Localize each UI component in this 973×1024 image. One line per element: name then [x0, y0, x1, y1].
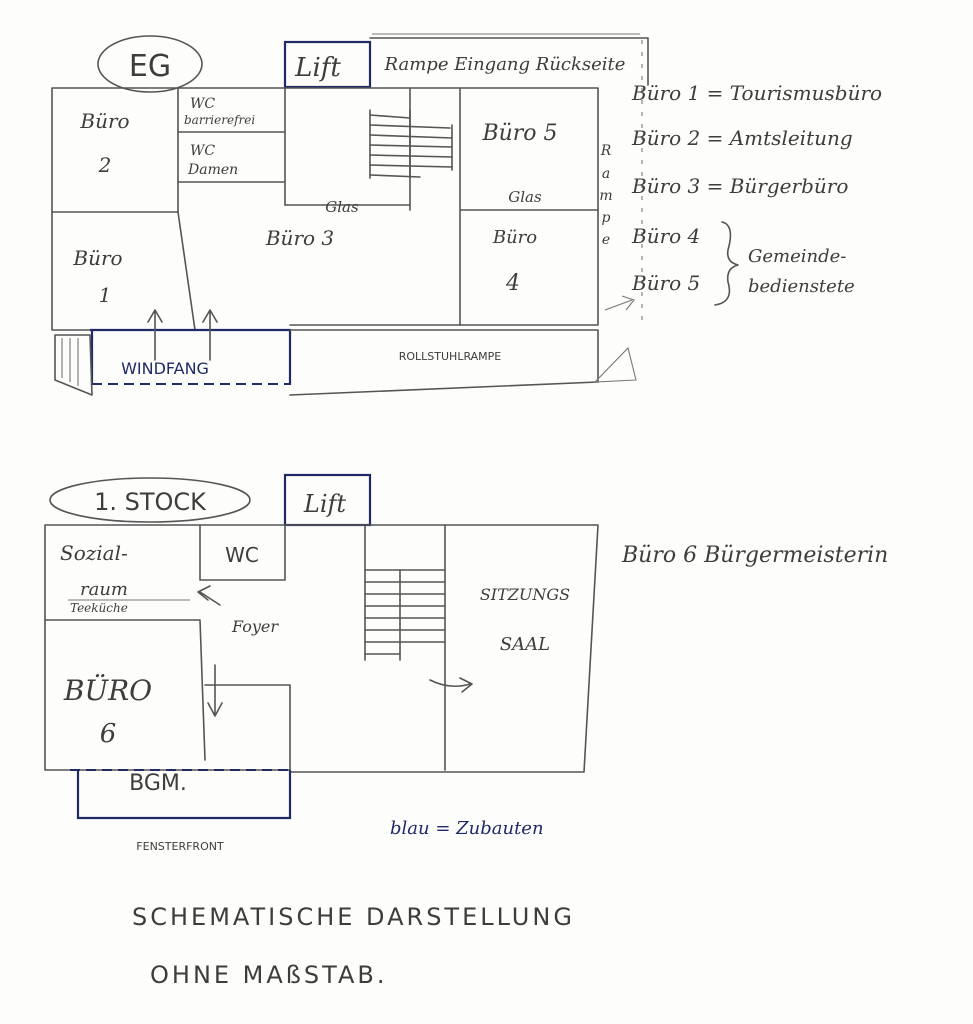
stock1-teekueche-label: Teeküche	[70, 601, 128, 615]
eg-glas1-label: Glas	[325, 198, 359, 216]
stock1-buero6-label: BÜRO	[63, 673, 152, 707]
stock1-sitzungs-label: SITZUNGS	[480, 585, 570, 604]
svg-text:e: e	[602, 232, 610, 248]
eg-windfang-label: WINDFANG	[121, 359, 209, 378]
eg-legend: Büro 1 = Tourismusbüro Büro 2 = Amtsleit…	[631, 81, 882, 306]
eg-lift-label: Lift	[294, 53, 341, 83]
stock1-wc-label: WC	[225, 543, 259, 567]
eg-rollstuhlrampe-label: ROLLSTUHLRAMPE	[399, 350, 502, 363]
eg-wc2-label: WC	[190, 143, 215, 159]
stock1-title: 1. STOCK	[94, 488, 207, 516]
eg-legend-3: Büro 3 = Bürgerbüro	[631, 174, 848, 198]
eg-lift-box	[283, 40, 372, 89]
stock1-buero6-number: 6	[100, 719, 117, 749]
eg-buero1-number: 1	[99, 283, 112, 307]
stock1-foyer-label: Foyer	[231, 617, 279, 636]
eg-legend-1: Büro 1 = Tourismusbüro	[631, 81, 882, 105]
svg-text:a: a	[602, 166, 610, 182]
stock1-saal-label: SAAL	[500, 634, 550, 655]
eg-buero3-label: Büro 3	[265, 226, 334, 250]
eg-wc1-sub: barrierefrei	[184, 113, 255, 127]
eg-buero2-number: 2	[98, 153, 112, 177]
eg-buero5-label: Büro 5	[481, 121, 557, 146]
eg-legend-4: Büro 4	[631, 224, 700, 248]
stock1-lift-label: Lift	[303, 490, 346, 518]
footer-line1: SCHEMATISCHE DARSTELLUNG	[132, 903, 575, 931]
stock1-stairs	[364, 569, 446, 661]
eg-outer-wall	[51, 87, 599, 331]
svg-text:m: m	[599, 188, 612, 204]
stock1-bgm-label: BGM.	[129, 771, 187, 796]
eg-legend-2: Büro 2 = Amtsleitung	[631, 126, 853, 150]
stock1-raum-label: raum	[80, 579, 128, 600]
eg-legend-group-1: Gemeinde-	[748, 246, 846, 267]
stock1-title-ellipse	[49, 477, 251, 523]
svg-text:R: R	[600, 143, 612, 159]
eg-buero1-label: Büro	[72, 246, 122, 270]
footer-line2: OHNE MAßSTAB.	[150, 961, 387, 989]
eg-rampe-vertical: R a m p e	[599, 143, 612, 248]
eg-ramp-back-box	[369, 37, 649, 86]
eg-wc2-sub: Damen	[187, 162, 238, 178]
eg-rollstuhlrampe-box	[289, 329, 599, 396]
eg-legend-5: Büro 5	[631, 271, 700, 295]
stock1-plan: 1. STOCK Lift Sozial- raum Teeküche WC F…	[44, 473, 888, 853]
eg-title-ellipse	[97, 35, 203, 93]
svg-text:p: p	[602, 210, 611, 226]
stock1-legend: Büro 6 Bürgermeisterin	[621, 543, 888, 568]
stock1-outer-wall	[44, 524, 599, 773]
eg-stairs	[369, 109, 453, 179]
eg-glas2-label: Glas	[508, 188, 542, 206]
stock1-bgm-box	[76, 770, 292, 820]
stock1-fensterfront-label: FENSTERFRONT	[136, 840, 224, 853]
eg-title: EG	[129, 49, 171, 84]
eg-buero4-label: Büro	[492, 227, 537, 248]
eg-plan: EG Lift Rampe Eingang Rückseite Büro 2 B…	[51, 33, 882, 396]
eg-buero2-label: Büro	[79, 109, 129, 133]
eg-buero4-number: 4	[505, 271, 520, 296]
eg-wc1-label: WC	[190, 96, 215, 112]
stock1-sozial-label: Sozial-	[60, 541, 128, 565]
eg-legend-group-2: bedienstete	[748, 276, 855, 297]
eg-ramp-back-label: Rampe Eingang Rückseite	[384, 54, 626, 75]
blue-note: blau = Zubauten	[390, 818, 544, 839]
